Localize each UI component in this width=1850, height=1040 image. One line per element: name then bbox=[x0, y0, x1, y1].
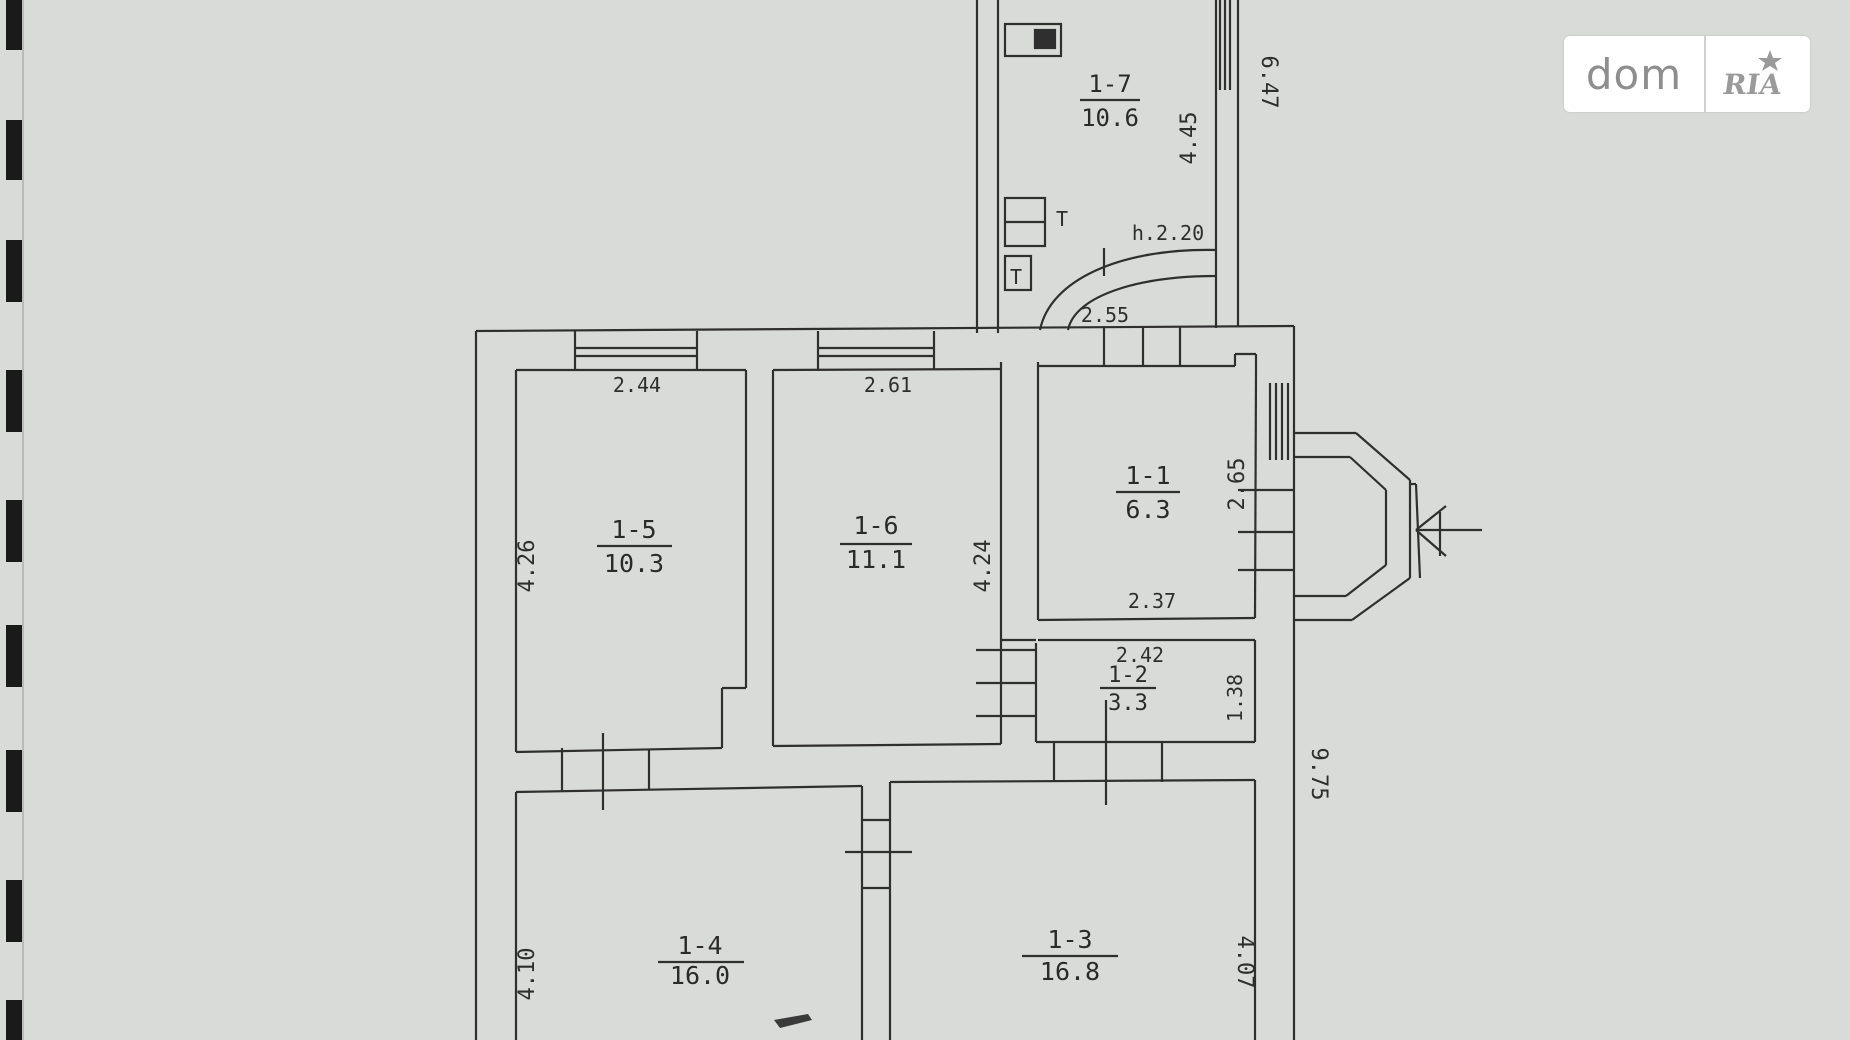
dim-4-26: 4.26 bbox=[515, 540, 540, 593]
room-1-5-id: 1-5 bbox=[611, 515, 656, 544]
dim-4-10: 4.10 bbox=[515, 948, 540, 1001]
pencil-mark bbox=[774, 1014, 812, 1028]
ria-star-icon: RIA bbox=[1721, 50, 1785, 101]
watermark-dom-text: dom bbox=[1585, 49, 1683, 99]
room-1-7-id: 1-7 bbox=[1088, 70, 1131, 98]
dim-4-45: 4.45 bbox=[1177, 112, 1202, 165]
dim-6-47: 6.47 bbox=[1256, 56, 1281, 109]
room-1-3-id: 1-3 bbox=[1047, 925, 1092, 954]
dim-2-42: 2.42 bbox=[1116, 643, 1164, 667]
room-1-5-area: 10.3 bbox=[604, 549, 664, 578]
dim-4-07: 4.07 bbox=[1232, 936, 1257, 989]
room-1-6-area: 11.1 bbox=[846, 545, 906, 574]
dim-1-38: 1.38 bbox=[1223, 674, 1247, 722]
binder-holes bbox=[6, 0, 22, 1040]
room-1-2-area: 3.3 bbox=[1108, 691, 1148, 716]
domria-watermark: dom RIA bbox=[1564, 36, 1810, 112]
room-labels: 1-7 10.6 1-5 10.3 1-6 11.1 1-1 6.3 1-2 3… bbox=[604, 70, 1171, 990]
dim-2-61: 2.61 bbox=[864, 373, 912, 397]
room-1-4-id: 1-4 bbox=[677, 931, 722, 960]
dim-2-44: 2.44 bbox=[613, 373, 661, 397]
room-1-2-id: 1-2 bbox=[1108, 663, 1148, 688]
dim-2-37: 2.37 bbox=[1128, 589, 1176, 613]
room-1-4-area: 16.0 bbox=[670, 961, 730, 990]
dim-2-55: 2.55 bbox=[1081, 303, 1129, 327]
dim-h-2-20: h.2.20 bbox=[1132, 221, 1204, 245]
room-1-7-area: 10.6 bbox=[1081, 104, 1139, 132]
watermark-divider bbox=[1704, 36, 1706, 112]
dim-9-75: 9.75 bbox=[1306, 748, 1331, 801]
room-1-1-area: 6.3 bbox=[1125, 495, 1170, 524]
room-1-3-area: 16.8 bbox=[1040, 957, 1100, 986]
dim-2-65: 2.65 bbox=[1225, 458, 1250, 511]
dimension-labels: 6.47 4.45 h.2.20 2.55 2.44 2.61 4.26 4.2… bbox=[515, 56, 1331, 1001]
dim-4-24: 4.24 bbox=[971, 540, 996, 593]
page-edge bbox=[22, 0, 24, 1040]
fixture-label-t1: T bbox=[1056, 207, 1068, 231]
room-1-6-id: 1-6 bbox=[853, 511, 898, 540]
room-1-1-id: 1-1 bbox=[1125, 461, 1170, 490]
watermark-ria-logo: RIA bbox=[1706, 36, 1810, 112]
watermark-ria-text: RIA bbox=[1721, 68, 1785, 101]
walls bbox=[474, 0, 1482, 1040]
fixture-label-t2: T bbox=[1010, 265, 1022, 289]
